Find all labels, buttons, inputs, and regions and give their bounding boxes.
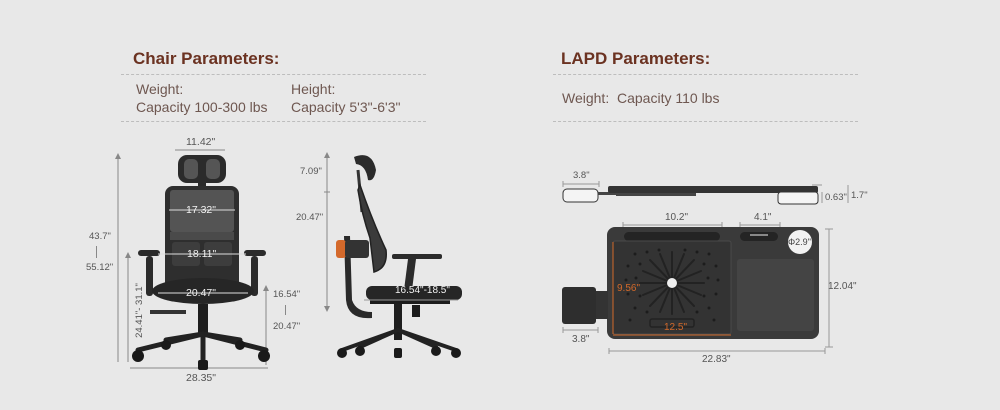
small-slot-width-label: 4.1" bbox=[754, 212, 772, 223]
cup-diameter-label: Φ2.9" bbox=[788, 237, 811, 247]
thickness-inner-label: 0.63" bbox=[825, 192, 847, 203]
range-divider bbox=[96, 246, 97, 258]
lapd-weight-label: Weight: bbox=[562, 90, 610, 106]
total-height-max-label: 55.12" bbox=[86, 262, 114, 273]
divider bbox=[553, 74, 858, 75]
divider bbox=[121, 121, 426, 122]
side-cup-width-label: 3.8" bbox=[573, 170, 590, 181]
divider bbox=[553, 121, 858, 122]
headrest-width-label: 11.42" bbox=[186, 136, 216, 148]
seat-height-max-label: 20.47" bbox=[273, 321, 301, 332]
side-headrest-height-label: 7.09" bbox=[300, 166, 322, 177]
seat-depth-label: 16.54"-18.5" bbox=[395, 285, 450, 296]
seat-width-label: 20.47" bbox=[186, 287, 217, 299]
chair-weight-spec: Weight: Capacity 100-300 lbs bbox=[136, 80, 268, 116]
thickness-outer-label: 1.7" bbox=[851, 190, 868, 201]
total-height-min-label: 43.7" bbox=[89, 231, 111, 242]
slot-width-label: 10.2" bbox=[665, 212, 689, 223]
lapd-parameters-title: LAPD Parameters: bbox=[561, 49, 711, 68]
chair-weight-label: Weight: bbox=[136, 81, 184, 97]
chair-weight-value: Capacity 100-300 lbs bbox=[136, 99, 268, 115]
cup-holder-width-label: 3.8" bbox=[572, 334, 590, 345]
chair-height-label: Height: bbox=[291, 81, 336, 97]
chair-parameters-title: Chair Parameters: bbox=[133, 49, 280, 68]
laptop-area-height-label: 9.56" bbox=[617, 283, 641, 294]
vent-holes bbox=[624, 248, 720, 322]
total-width-label: 22.83" bbox=[702, 354, 731, 365]
chair-height-spec: Height: Capacity 5'3"-6'3" bbox=[291, 80, 400, 116]
laptop-area-width-label: 12.5" bbox=[664, 322, 688, 333]
range-divider bbox=[285, 305, 286, 315]
lapd-weight-value: Capacity 110 lbs bbox=[617, 90, 720, 106]
base-width-label: 28.35" bbox=[186, 372, 217, 384]
chair-height-value: Capacity 5'3"-6'3" bbox=[291, 99, 401, 115]
seat-height-min-label: 16.54" bbox=[273, 289, 301, 300]
lumbar-width-label: 18.11" bbox=[187, 248, 217, 260]
back-width-label: 17.32" bbox=[186, 204, 217, 216]
lapd-weight-spec: Weight: Capacity 110 lbs bbox=[562, 89, 719, 107]
side-back-height-label: 20.47" bbox=[296, 212, 324, 223]
divider bbox=[121, 74, 426, 75]
depth-label: 12.04" bbox=[828, 281, 857, 292]
